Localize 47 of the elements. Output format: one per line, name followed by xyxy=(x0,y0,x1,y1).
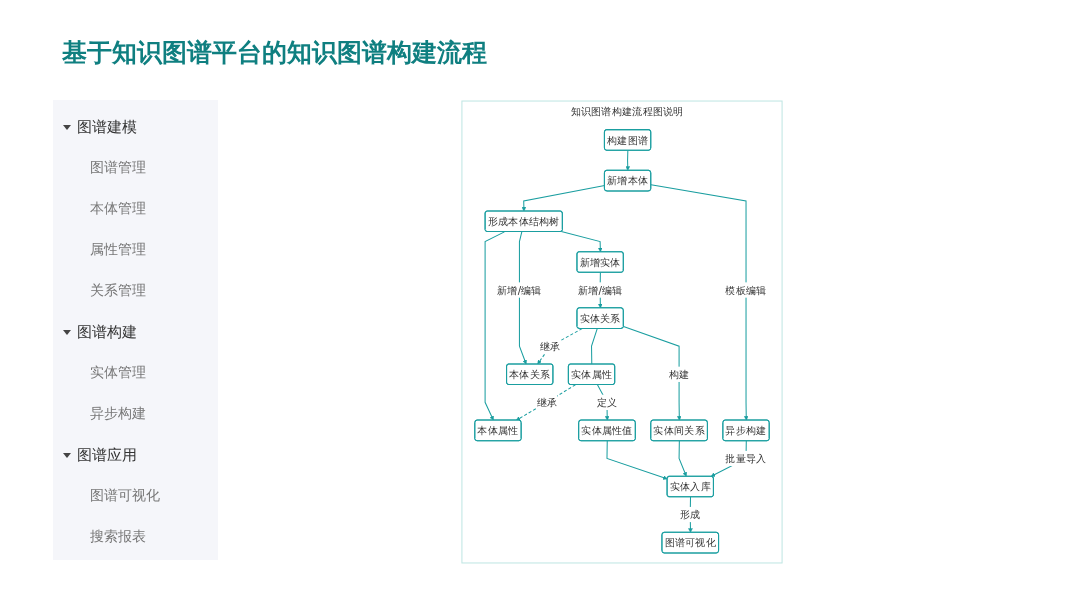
edge-label: 定义 xyxy=(596,394,618,410)
process-box: 实体入库 xyxy=(666,475,714,498)
edge-label: 新增/编辑 xyxy=(497,282,542,298)
process-box: 异步构建 xyxy=(722,419,770,442)
menu-item: 本体管理 xyxy=(90,200,146,218)
edge-label: 新增/编辑 xyxy=(577,282,623,298)
arrow xyxy=(518,231,527,365)
menu-item: 关系管理 xyxy=(90,282,146,300)
menu-item: 图谱可视化 xyxy=(90,487,160,505)
process-box: 构建图谱 xyxy=(603,129,652,151)
menu-item: 异步构建 xyxy=(90,405,146,423)
process-box: 新增实体 xyxy=(576,251,624,273)
arrow xyxy=(560,230,603,253)
arrow xyxy=(688,496,693,533)
process-box: 本体属性 xyxy=(474,419,522,442)
arrow xyxy=(515,384,576,421)
arrow xyxy=(678,440,687,477)
menu-group-heading: 图谱构建 xyxy=(77,323,137,342)
process-box: 实体属性值 xyxy=(578,419,636,442)
process-box: 新增本体 xyxy=(603,169,652,192)
arrow xyxy=(623,326,682,421)
edge-label: 继承 xyxy=(540,338,561,354)
arrow xyxy=(596,384,610,421)
connector xyxy=(591,328,598,365)
edge-label: 批量导入 xyxy=(725,450,767,467)
menu-item: 实体管理 xyxy=(90,364,146,382)
arrow xyxy=(606,440,668,480)
edge-label: 形成 xyxy=(679,506,701,523)
edge-label: 模板编辑 xyxy=(725,282,767,298)
arrow xyxy=(650,184,749,421)
process-box: 本体关系 xyxy=(506,363,554,386)
process-box: 实体关系 xyxy=(576,307,624,329)
menu-item: 图谱管理 xyxy=(90,159,146,177)
process-box: 形成本体结构树 xyxy=(484,210,563,233)
arrow xyxy=(537,328,583,365)
menu-group-heading: 图谱建模 xyxy=(77,118,137,137)
menu-item: 搜索报表 xyxy=(90,528,146,546)
menu-item: 属性管理 xyxy=(90,241,146,259)
process-box: 图谱可视化 xyxy=(661,531,720,554)
page-title: 基于知识图谱平台的知识图谱构建流程 xyxy=(62,37,487,69)
edge-label: 构建 xyxy=(668,366,690,382)
process-box: 实体属性 xyxy=(567,363,616,386)
menu-group-heading: 图谱应用 xyxy=(77,446,137,465)
arrow xyxy=(484,231,505,421)
edge-label: 继承 xyxy=(536,394,558,410)
arrow xyxy=(625,149,630,171)
process-box: 实体间关系 xyxy=(650,419,708,442)
